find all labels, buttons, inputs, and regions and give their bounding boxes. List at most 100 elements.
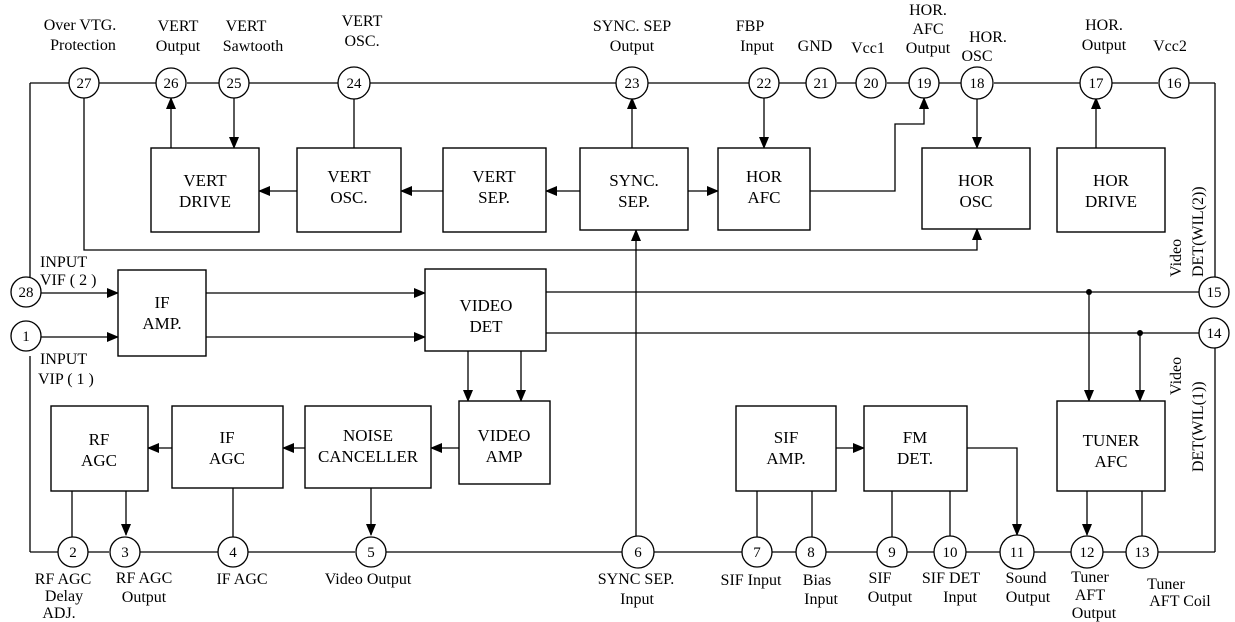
label-pin-21-text: GND [798, 38, 833, 55]
pin-18: 18 [960, 66, 994, 100]
pin-9: 9 [876, 536, 908, 568]
pin-25-number: 25 [227, 76, 242, 92]
block-vert-drive-line1: VERT [183, 171, 227, 190]
label-pin-26-line1: VERT [158, 18, 199, 35]
block-if-amp: IF AMP. [117, 269, 207, 357]
block-if-amp-line1: IF [154, 293, 169, 312]
block-hor-drive-line2: DRIVE [1085, 192, 1137, 211]
block-tuner-afc-line1: TUNER [1083, 431, 1140, 450]
block-noise-canceller: NOISE CANCELLER [304, 405, 432, 489]
block-vert-sep-line1: VERT [472, 167, 516, 186]
label-pin-2-line1: RF AGC [35, 571, 91, 588]
block-tuner-afc-line2: AFC [1094, 452, 1127, 471]
pin-2-number: 2 [69, 545, 77, 561]
block-sif-amp: SIF AMP. [735, 405, 837, 492]
label-pin-19-line2: AFC [912, 21, 943, 38]
label-pin-7: SIF Input [721, 572, 782, 589]
label-pin-4: IF AGC [216, 571, 267, 588]
block-if-agc-line1: IF [219, 428, 234, 447]
pin-20: 20 [855, 67, 887, 99]
pin-13-number: 13 [1135, 545, 1150, 561]
label-pin-28-line1: INPUT [40, 254, 87, 271]
label-pin-15: Video DET(WIL(2)) [1168, 186, 1207, 277]
block-video-amp: VIDEO AMP [458, 400, 551, 485]
block-tuner-afc: TUNER AFC [1056, 400, 1166, 492]
pin-6: 6 [621, 535, 655, 569]
block-vert-drive-line2: DRIVE [179, 192, 231, 211]
label-pin-24-line2: OSC. [344, 33, 379, 50]
label-pin-28-line2: VIF ( 2 ) [40, 272, 96, 289]
pin-8: 8 [795, 536, 827, 568]
pin-28-number: 28 [19, 285, 34, 301]
pin-14: 14 [1198, 317, 1230, 349]
label-pin-1-line2: VIP ( 1 ) [38, 371, 94, 388]
label-pin-18: HOR. OSC [961, 29, 1006, 65]
pin-20-number: 20 [864, 76, 879, 92]
label-pin-19: HOR. AFC Output [906, 2, 951, 57]
label-pin-20-text: Vcc1 [851, 40, 885, 57]
pin-11: 11 [999, 534, 1035, 570]
pin-4: 4 [217, 536, 249, 568]
label-pin-18-line1: HOR. [969, 29, 1007, 46]
pin-28: 28 [10, 276, 42, 308]
pin-23: 23 [615, 66, 649, 100]
pin-10-number: 10 [943, 545, 958, 561]
label-pin-17: HOR. Output [1082, 17, 1127, 54]
block-hor-drive: HOR DRIVE [1056, 147, 1166, 233]
signal-wires [41, 97, 1199, 537]
label-pin-6-line1: SYNC SEP. [598, 571, 674, 588]
block-vert-osc-line2: OSC. [330, 188, 367, 207]
label-pin-17-line1: HOR. [1085, 17, 1123, 34]
block-sync-sep: SYNC. SEP. [579, 147, 689, 231]
label-pin-24-line1: VERT [342, 13, 383, 30]
label-pin-1: INPUT VIP ( 1 ) [38, 351, 94, 388]
pin-27: 27 [68, 67, 100, 99]
label-pin-23: SYNC. SEP Output [593, 18, 671, 55]
label-pin-18-line2: OSC [961, 48, 992, 65]
pin-25: 25 [218, 67, 250, 99]
label-pin-23-line1: SYNC. SEP [593, 18, 671, 35]
block-rf-agc-line2: AGC [81, 451, 117, 470]
pin-7: 7 [741, 536, 773, 568]
block-video-det: VIDEO DET [424, 268, 547, 352]
label-pin-6-line2: Input [620, 591, 654, 608]
pin-24: 24 [337, 66, 371, 100]
pin-16-number: 16 [1167, 76, 1183, 92]
block-vert-sep: VERT SEP. [442, 147, 547, 233]
pin-15: 15 [1198, 276, 1230, 308]
pin-22: 22 [748, 67, 780, 99]
block-video-det-line1: VIDEO [460, 296, 513, 315]
label-pin-9-line2: Output [868, 589, 913, 606]
block-vert-drive: VERT DRIVE [150, 147, 260, 233]
pin-15-number: 15 [1207, 285, 1222, 301]
label-pin-12-line2: AFT [1075, 587, 1105, 604]
label-pin-25-line2: Sawtooth [223, 38, 283, 55]
block-if-agc-line2: AGC [209, 449, 245, 468]
block-hor-afc-line2: AFC [747, 188, 780, 207]
label-pin-1-line1: INPUT [40, 351, 87, 368]
label-pin-3-line2: Output [122, 589, 167, 606]
pin-18-number: 18 [970, 76, 985, 92]
label-pin-19-line1: HOR. [909, 2, 947, 19]
label-pin-10: SIF DET Input [922, 570, 980, 606]
pin-3: 3 [109, 536, 141, 568]
block-fm-det-line1: FM [903, 428, 928, 447]
pin-26: 26 [155, 67, 187, 99]
block-noise-canceller-line1: NOISE [343, 426, 393, 445]
pin-17: 17 [1079, 66, 1113, 100]
label-pin-15-line1: Video [1168, 239, 1185, 277]
pin-19: 19 [908, 67, 940, 99]
label-pin-21: GND [798, 38, 833, 55]
label-pin-10-line2: Input [943, 589, 977, 606]
label-pin-14-line2: DET(WIL(1)) [1190, 381, 1207, 472]
block-vert-sep-line2: SEP. [478, 188, 510, 207]
label-pin-17-line2: Output [1082, 37, 1127, 54]
block-hor-afc-line1: HOR [746, 167, 783, 186]
pin-8-number: 8 [807, 545, 815, 561]
label-pin-22-line1: FBP [736, 18, 765, 35]
block-video-det-line2: DET [469, 317, 503, 336]
label-pin-8-line2: Input [804, 591, 838, 608]
pin-5-number: 5 [367, 545, 375, 561]
pin-9-number: 9 [888, 545, 896, 561]
